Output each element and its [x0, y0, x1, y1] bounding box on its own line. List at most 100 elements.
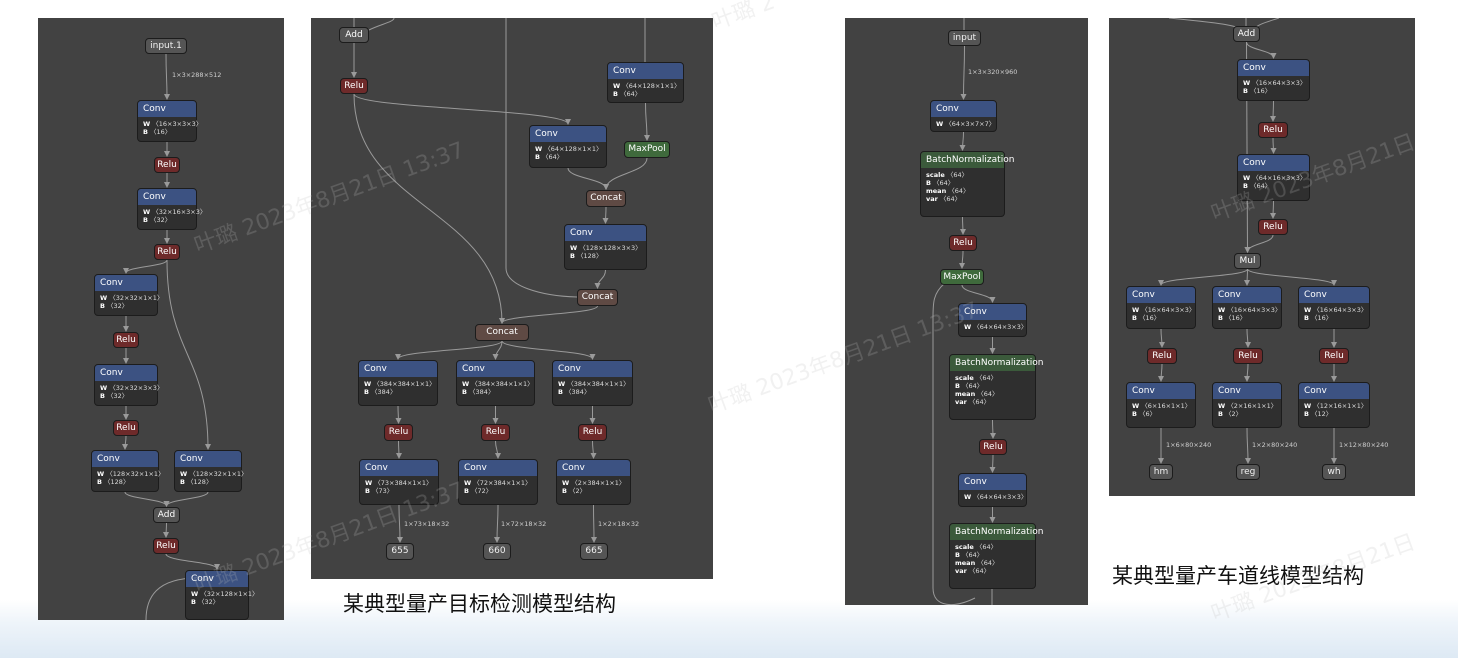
graph-node-relu[interactable]: Relu	[1319, 348, 1349, 364]
graph-node-concat[interactable]: Concat	[577, 289, 618, 306]
graph-node-mul[interactable]: Mul	[1234, 253, 1261, 269]
graph-node-concat[interactable]: Concat	[475, 324, 529, 341]
graph-node-relu[interactable]: Relu	[578, 424, 607, 441]
attribute-value: 〈32×32×3×3〉	[107, 384, 164, 392]
graph-node-maxpool[interactable]: MaxPool	[940, 269, 984, 285]
attribute-value: 〈64〉	[973, 543, 998, 551]
graph-node-input-1[interactable]: input.1	[145, 38, 187, 54]
node-attribute-row: B 〈72〉	[464, 487, 532, 495]
node-attribute-row: mean 〈64〉	[926, 187, 999, 195]
graph-node-relu[interactable]: Relu	[113, 420, 139, 436]
node-op-label: Conv	[138, 189, 196, 205]
graph-node-relu[interactable]: Relu	[340, 78, 368, 94]
graph-node-wh[interactable]: wh	[1322, 464, 1346, 480]
graph-node-660[interactable]: 660	[483, 543, 511, 560]
node-attribute-row: B 〈16〉	[1218, 314, 1276, 322]
attribute-key: scale	[926, 171, 945, 179]
attribute-key: B	[1218, 410, 1223, 418]
graph-node-input[interactable]: input	[948, 30, 981, 46]
node-attributes: W 〈32×32×1×1〉B 〈32〉	[95, 291, 163, 313]
graph-node-add[interactable]: Add	[1233, 26, 1260, 42]
attribute-key: W	[936, 120, 944, 128]
graph-node-maxpool[interactable]: MaxPool	[624, 141, 670, 158]
attribute-value: 〈32〉	[195, 598, 220, 606]
node-attributes: W 〈128×32×1×1〉B 〈128〉	[92, 467, 165, 489]
attribute-key: W	[558, 380, 566, 388]
node-attribute-row: B 〈16〉	[1243, 87, 1304, 95]
attribute-value: 〈64〉	[959, 551, 984, 559]
graph-node-relu[interactable]: Relu	[1258, 122, 1288, 138]
attribute-value: 〈64×64×3×3〉	[971, 493, 1028, 501]
attribute-key: W	[365, 479, 373, 487]
node-attribute-row: B 〈32〉	[100, 392, 152, 400]
node-op-label: Conv	[457, 361, 534, 377]
graph-node-relu[interactable]: Relu	[949, 235, 977, 251]
node-op-label: Conv	[95, 365, 157, 381]
graph-node-relu[interactable]: Relu	[154, 157, 180, 173]
graph-node-add[interactable]: Add	[153, 507, 180, 523]
node-attributes: W 〈128×128×3×3〉B 〈128〉	[565, 241, 646, 263]
attribute-value: 〈64〉	[1247, 182, 1272, 190]
attribute-key: W	[97, 470, 105, 478]
attribute-key: B	[955, 551, 960, 559]
node-attribute-row: scale 〈64〉	[955, 543, 1030, 551]
attribute-key: mean	[955, 559, 976, 567]
graph-node-655[interactable]: 655	[386, 543, 414, 560]
graph-edge	[1244, 234, 1274, 253]
graph-edge	[959, 216, 966, 235]
attribute-value: 〈32×32×1×1〉	[107, 294, 164, 302]
graph-node-relu[interactable]: Relu	[153, 538, 179, 554]
graph-edge	[499, 305, 598, 324]
graph-node-relu[interactable]: Relu	[1258, 219, 1288, 235]
attribute-key: W	[1243, 79, 1251, 87]
graph-node-relu[interactable]: Relu	[1233, 348, 1263, 364]
node-attributes: W 〈16×3×3×3〉B 〈16〉	[138, 117, 202, 139]
attribute-value: 〈64〉	[973, 374, 998, 382]
graph-node-relu[interactable]: Relu	[979, 439, 1007, 455]
graph-node-relu[interactable]: Relu	[154, 244, 180, 260]
graph-node-relu[interactable]: Relu	[481, 424, 510, 441]
graph-node-add[interactable]: Add	[339, 27, 369, 43]
graph-node-relu[interactable]: Relu	[384, 424, 413, 441]
graph-node-reg[interactable]: reg	[1236, 464, 1260, 480]
attribute-key: B	[100, 302, 105, 310]
node-attribute-row: W 〈16×3×3×3〉	[143, 120, 202, 128]
node-attribute-row: scale 〈64〉	[955, 374, 1030, 382]
graph-node-665[interactable]: 665	[580, 543, 608, 560]
graph-node-hm[interactable]: hm	[1149, 464, 1173, 480]
graph-node-relu[interactable]: Relu	[1147, 348, 1177, 364]
attribute-value: 〈2〉	[1222, 410, 1243, 418]
graph-node-concat[interactable]: Concat	[586, 190, 626, 207]
graph-node-relu[interactable]: Relu	[113, 332, 139, 348]
